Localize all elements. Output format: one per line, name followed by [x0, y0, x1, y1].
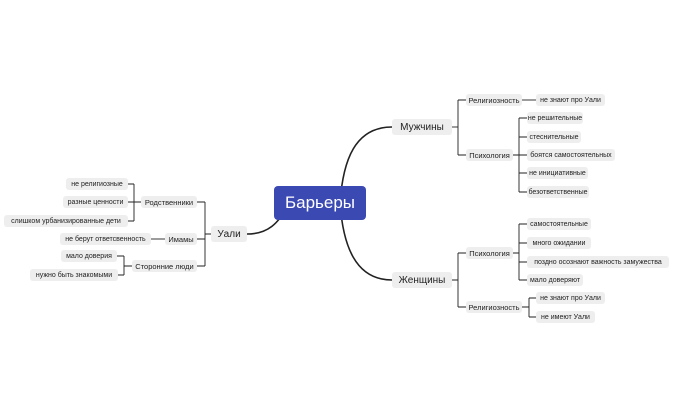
uali-relatives-item-1[interactable]: не религиозные [66, 178, 128, 190]
men-psychology-item-4[interactable]: не инициативные [527, 167, 588, 179]
women-psychology-item-1[interactable]: самостоятельные [527, 218, 591, 230]
men-psychology-item-1[interactable]: не решительные [527, 112, 583, 124]
women-religion-item-1[interactable]: не знают про Уали [536, 292, 605, 304]
women-religion[interactable]: Религиозность [466, 301, 522, 313]
uali-imams-item-1[interactable]: не берут ответсвенность [60, 233, 151, 245]
women-psychology-item-3[interactable]: поздно осознают важность замужества [527, 256, 669, 268]
men-psychology-item-2[interactable]: стеснительные [527, 131, 581, 143]
root-topic[interactable]: Барьеры [274, 186, 366, 220]
connector-men-subs [457, 99, 466, 156]
uali-outsiders-item-1[interactable]: мало доверия [61, 250, 117, 262]
men-psychology[interactable]: Психология [466, 149, 513, 161]
uali-outsiders[interactable]: Сторонние люди [132, 260, 197, 272]
branch-women[interactable]: Женщины [392, 272, 452, 288]
uali-relatives[interactable]: Родственники [141, 196, 197, 208]
connector-women-psych-items [513, 223, 527, 281]
connector-outsiders-items [117, 255, 132, 276]
men-psychology-item-5[interactable]: безответственные [527, 186, 589, 198]
connector-uali-subs [197, 201, 211, 267]
men-religion-item-1[interactable]: не знают про Уали [536, 94, 605, 106]
women-psychology[interactable]: Психология [466, 247, 513, 259]
connector-women-religion-items [522, 297, 536, 318]
women-psychology-item-4[interactable]: мало доверяют [527, 274, 583, 286]
uali-relatives-item-3[interactable]: слишком урбанизированные дети [4, 215, 128, 227]
branch-uali[interactable]: Уали [211, 226, 247, 242]
uali-relatives-item-2[interactable]: разные ценности [63, 196, 128, 208]
men-religion[interactable]: Религиозность [466, 94, 522, 106]
branch-men[interactable]: Мужчины [392, 119, 452, 135]
men-psychology-item-3[interactable]: боятся самостоятельных [527, 149, 615, 161]
women-psychology-item-2[interactable]: много ожидании [527, 237, 591, 249]
connector-women-subs [452, 252, 466, 308]
uali-imams[interactable]: Имамы [165, 233, 197, 245]
connector-relatives-items [128, 183, 141, 222]
uali-outsiders-item-2[interactable]: нужно быть знакомыми [30, 269, 118, 281]
connector-men-psych-items [513, 117, 527, 193]
women-religion-item-2[interactable]: не имеют Уали [536, 311, 595, 323]
